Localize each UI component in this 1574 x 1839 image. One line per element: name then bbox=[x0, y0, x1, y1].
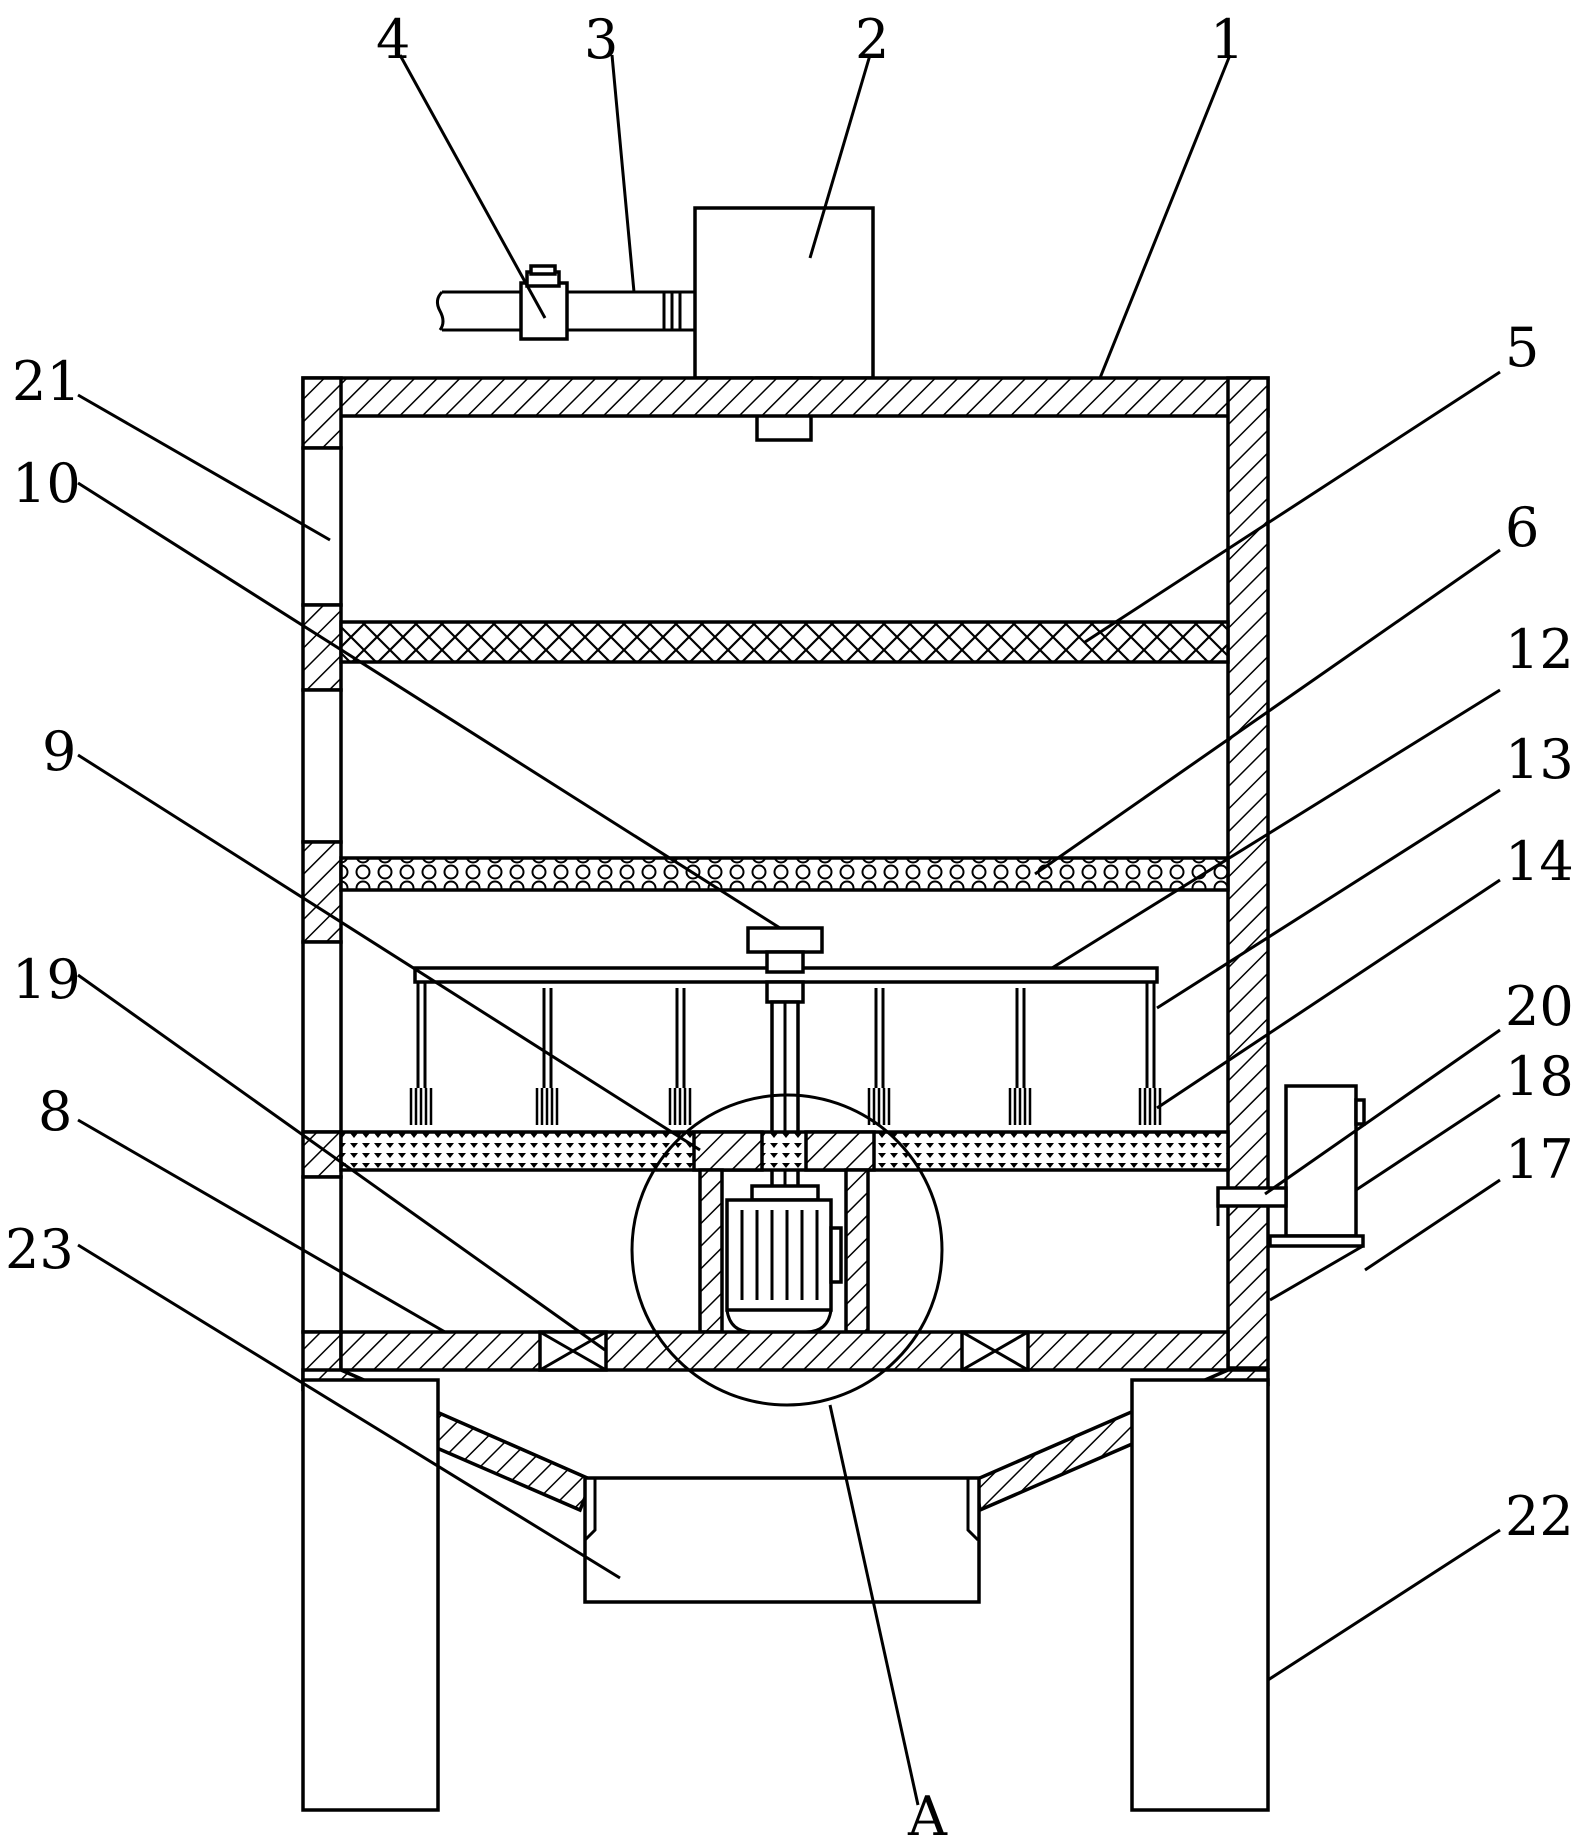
callout-22: 22 bbox=[1505, 1485, 1574, 1548]
callout-3: 3 bbox=[584, 8, 618, 71]
middle-filter-screen bbox=[339, 856, 1230, 892]
callout-10: 10 bbox=[12, 452, 81, 515]
stirring-motor bbox=[725, 1184, 843, 1334]
callout-8: 8 bbox=[38, 1080, 72, 1143]
callout-12: 12 bbox=[1505, 618, 1574, 681]
valve bbox=[519, 264, 569, 341]
detail-circle-a bbox=[630, 1093, 944, 1407]
left-leg bbox=[301, 1378, 440, 1812]
motor-bracket bbox=[1268, 1234, 1365, 1302]
side-motor bbox=[1284, 1084, 1366, 1238]
callout-14: 14 bbox=[1505, 830, 1574, 893]
callout-a: A bbox=[907, 1785, 948, 1839]
bottom-plate bbox=[339, 1330, 1230, 1372]
discharge-outlet bbox=[583, 1476, 981, 1604]
callout-13: 13 bbox=[1505, 728, 1574, 791]
motor-support bbox=[698, 1168, 870, 1334]
callout-2: 2 bbox=[855, 8, 889, 71]
callout-labels: 1 2 3 4 5 6 12 13 14 20 18 17 22 21 10 9… bbox=[5, 8, 1574, 1839]
upper-filter-screen bbox=[339, 620, 1230, 664]
callout-4: 4 bbox=[376, 8, 410, 71]
callout-21: 21 bbox=[12, 350, 81, 413]
brush-rods bbox=[409, 982, 1162, 1125]
callout-18: 18 bbox=[1505, 1045, 1574, 1108]
callout-1: 1 bbox=[1210, 8, 1244, 71]
right-leg bbox=[1130, 1378, 1270, 1812]
grinding-plate bbox=[339, 1130, 1230, 1172]
callout-19: 19 bbox=[12, 948, 81, 1011]
callout-23: 23 bbox=[5, 1218, 74, 1281]
callout-5: 5 bbox=[1505, 316, 1539, 379]
callout-6: 6 bbox=[1505, 496, 1539, 559]
callout-9: 9 bbox=[42, 720, 76, 783]
callout-17: 17 bbox=[1505, 1128, 1574, 1191]
callout-20: 20 bbox=[1505, 975, 1574, 1038]
leader-lines bbox=[77, 54, 1501, 1806]
